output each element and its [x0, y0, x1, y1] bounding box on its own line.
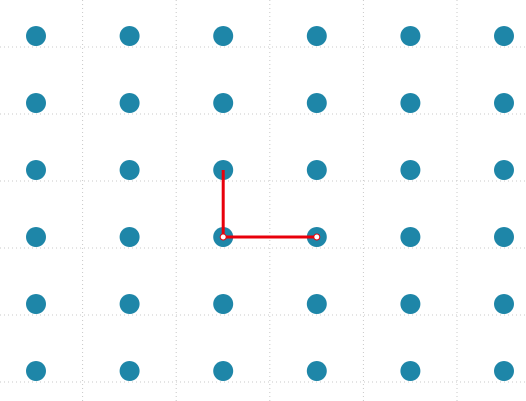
- grid-dot-r0-c1[interactable]: [119, 26, 140, 46]
- grid-dot-r3-c5[interactable]: [494, 227, 514, 247]
- grid-dot-r0-c5[interactable]: [494, 26, 514, 46]
- grid-dot-r2-c4[interactable]: [400, 160, 421, 180]
- grid-dot-r4-c3[interactable]: [306, 294, 327, 314]
- grid-dot-r0-c0[interactable]: [26, 26, 46, 46]
- grid-dot-r2-c1[interactable]: [119, 160, 140, 180]
- grid-dot-r5-c0[interactable]: [26, 361, 46, 381]
- grid-dot-r2-c3[interactable]: [306, 160, 327, 180]
- grid-dot-r4-c0[interactable]: [26, 294, 46, 314]
- grid-dot-r4-c2[interactable]: [213, 294, 234, 314]
- grid-dot-r5-c4[interactable]: [400, 361, 421, 381]
- grid-dot-r3-c1[interactable]: [119, 227, 140, 247]
- path-node-marker: [313, 233, 321, 241]
- path-layer: [219, 170, 321, 241]
- grid-dot-r1-c0[interactable]: [26, 93, 46, 113]
- grid-dot-r5-c1[interactable]: [119, 361, 140, 381]
- grid-dot-r5-c5[interactable]: [494, 361, 514, 381]
- grid-dot-r0-c4[interactable]: [400, 26, 421, 46]
- grid-dot-r1-c2[interactable]: [213, 93, 234, 113]
- grid-dot-r1-c1[interactable]: [119, 93, 140, 113]
- dots-layer: [26, 26, 514, 381]
- grid-dot-r5-c3[interactable]: [306, 361, 327, 381]
- grid-dot-r5-c2[interactable]: [213, 361, 234, 381]
- grid-dot-r1-c5[interactable]: [494, 93, 514, 113]
- grid-dot-r1-c4[interactable]: [400, 93, 421, 113]
- grid-dot-r3-c4[interactable]: [400, 227, 421, 247]
- grid-dot-r0-c2[interactable]: [213, 26, 234, 46]
- grid-dot-r1-c3[interactable]: [306, 93, 327, 113]
- grid-dot-r2-c0[interactable]: [26, 160, 46, 180]
- grid-dot-r3-c0[interactable]: [26, 227, 46, 247]
- grid-dot-r4-c1[interactable]: [119, 294, 140, 314]
- grid-dot-r0-c3[interactable]: [306, 26, 327, 46]
- grid-dot-r4-c5[interactable]: [494, 294, 514, 314]
- grid-dot-r2-c5[interactable]: [494, 160, 514, 180]
- grid-dot-r4-c4[interactable]: [400, 294, 421, 314]
- path-node-marker: [219, 233, 227, 241]
